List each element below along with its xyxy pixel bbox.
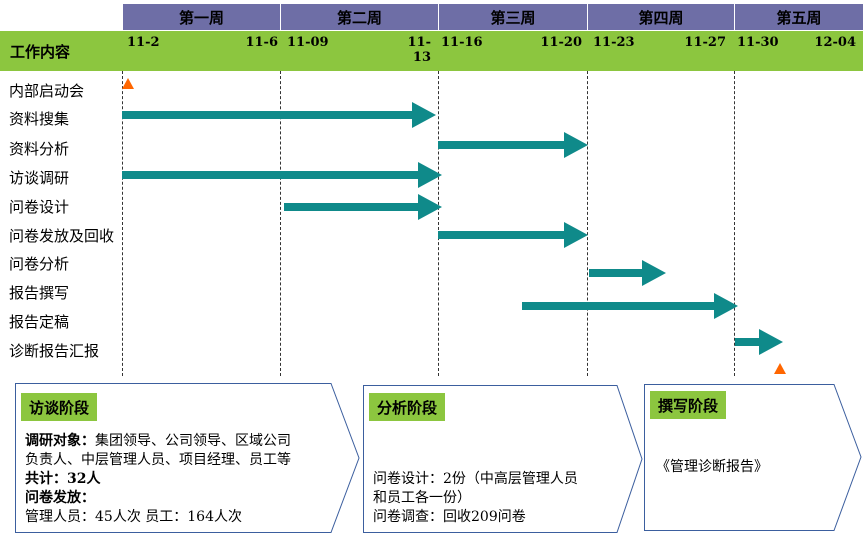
milestone-end-icon	[774, 363, 786, 374]
task-arrow-资料分析	[438, 132, 588, 158]
task-label: 资料分析	[9, 140, 70, 158]
task-label: 问卷分析	[9, 255, 70, 273]
task-label: 内部启动会	[9, 82, 85, 100]
phase-box-interview: 访谈阶段 调研对象：集团领导、公司领导、区域公司 负责人、中层管理人员、项目经理…	[15, 383, 360, 533]
phase-box-outline	[363, 385, 643, 533]
phase-text: 问卷设计：2份（中高层管理人员 和员工各一份） 问卷调查：回收209问卷	[373, 471, 578, 525]
date-start-4: 11-23	[593, 35, 635, 50]
task-label: 问卷设计	[9, 198, 70, 216]
date-start-2: 11-09	[287, 35, 329, 50]
date-end-4: 11-27	[684, 35, 726, 50]
week-header-3: 第三周	[439, 4, 587, 30]
week-gridline	[280, 71, 281, 376]
week-header-1: 第一周	[123, 4, 280, 30]
header-divider	[280, 4, 281, 31]
phase-title: 访谈阶段	[21, 393, 98, 421]
phase-title: 分析阶段	[369, 393, 446, 421]
date-end-2: 11-13	[407, 35, 432, 65]
header-divider	[438, 4, 439, 31]
date-start-5: 11-30	[737, 35, 779, 50]
week-gridline	[438, 71, 439, 376]
date-start-3: 11-16	[441, 35, 483, 50]
task-arrow-问卷设计	[284, 194, 442, 220]
task-arrow-访谈调研	[122, 162, 442, 188]
task-label: 报告撰写	[9, 284, 70, 302]
week-header-2: 第二周	[281, 4, 438, 30]
header-divider	[587, 4, 588, 31]
week-gridline	[734, 71, 735, 376]
date-bar	[0, 31, 863, 71]
phase-text: 调研对象：集团领导、公司领导、区域公司 负责人、中层管理人员、项目经理、员工等 …	[25, 433, 291, 525]
milestone-start-icon	[122, 78, 134, 89]
phase-title: 撰写阶段	[650, 391, 727, 419]
column-title: 工作内容	[10, 42, 71, 61]
phase-box-outline	[15, 383, 360, 533]
phase-box-writing: 撰写阶段 《管理诊断报告》	[644, 384, 862, 531]
date-start-1: 11-2	[127, 35, 160, 50]
task-label: 访谈调研	[9, 169, 70, 187]
task-arrow-报告撰写	[522, 293, 738, 319]
header-divider	[122, 4, 123, 31]
date-end-5: 12-04	[814, 35, 856, 50]
task-arrow-问卷发放及回收	[438, 222, 588, 248]
header-divider	[734, 4, 735, 31]
task-arrow-资料搜集	[122, 102, 436, 128]
task-label: 问卷发放及回收	[9, 227, 115, 245]
week-gridline	[122, 71, 123, 376]
phase-text: 《管理诊断报告》	[656, 459, 768, 475]
task-label: 诊断报告汇报	[9, 342, 100, 360]
week-header-4: 第四周	[588, 4, 734, 30]
phase-box-outline	[644, 384, 862, 531]
task-label: 资料搜集	[9, 110, 70, 128]
week-header-5: 第五周	[735, 4, 863, 30]
date-end-3: 11-20	[540, 35, 582, 50]
task-label: 报告定稿	[9, 313, 70, 331]
phase-box-analysis: 分析阶段 问卷设计：2份（中高层管理人员 和员工各一份） 问卷调查：回收209问…	[363, 385, 643, 533]
date-end-1: 11-6	[245, 35, 278, 50]
task-arrow-问卷分析	[589, 260, 666, 286]
task-arrow-诊断报告汇报	[735, 329, 783, 355]
